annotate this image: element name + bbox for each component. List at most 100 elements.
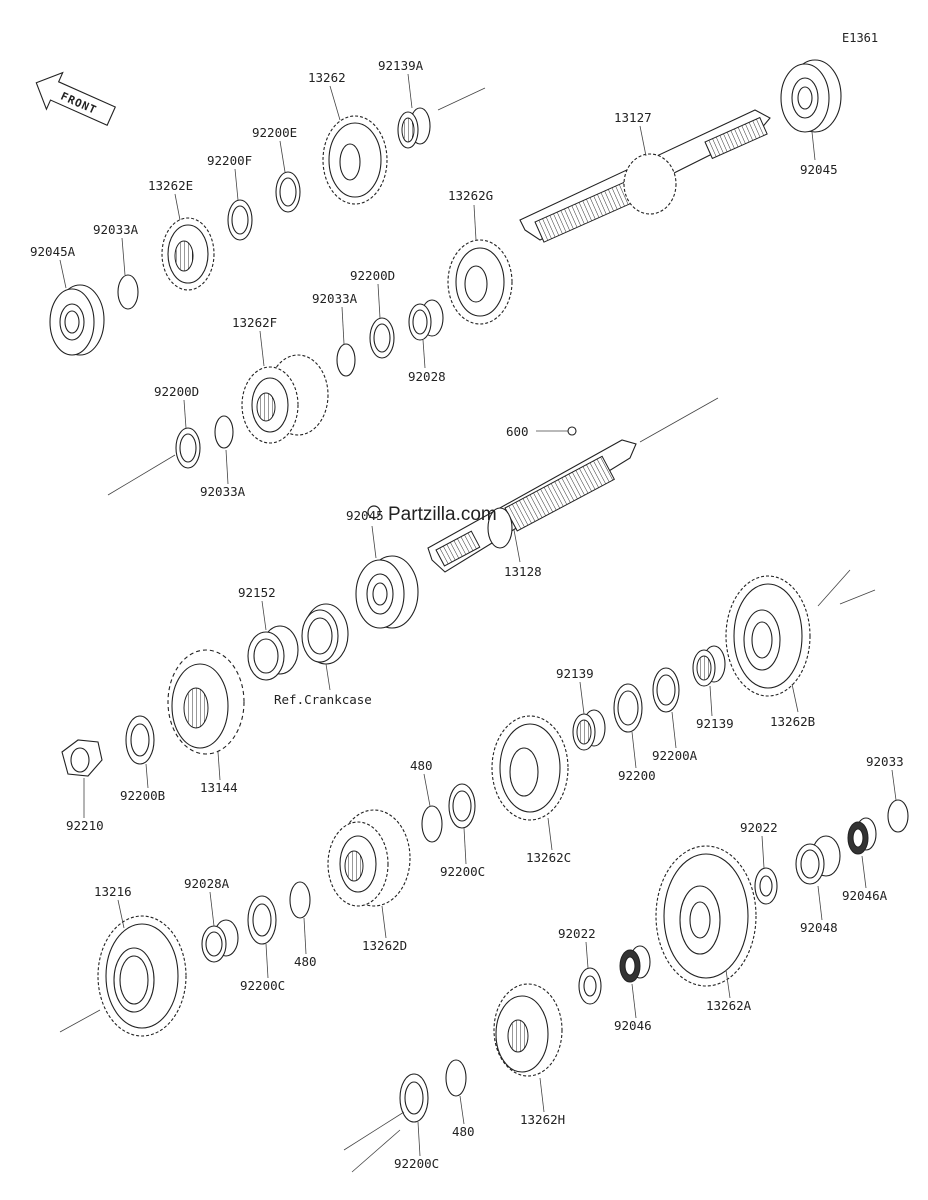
label-13127: 13127 [614,110,652,125]
bearing-92139-right[interactable] [692,645,726,687]
label-92033a-1: 92033A [93,222,139,237]
washer-92200e[interactable] [275,171,301,213]
circlip-92033[interactable] [887,799,909,833]
label-13262d: 13262D [362,938,407,953]
gear-13262c[interactable] [491,715,569,821]
washer-92200a[interactable] [652,667,680,713]
label-92022-2: 92022 [558,926,596,941]
label-13262g: 13262G [448,188,493,203]
bearing-92045[interactable] [780,59,842,133]
washer-92200b[interactable] [125,715,155,765]
label-92200b: 92200B [120,788,165,803]
lubricant-marker-icon [567,426,577,436]
front-arrow-icon: FRONT [35,71,117,127]
sprocket-13144[interactable] [167,649,245,755]
washer-92200c-1[interactable] [448,783,476,829]
gear-13262d[interactable] [327,809,411,907]
label-92046: 92046 [614,1018,652,1033]
label-92200c-2: 92200C [240,978,285,993]
label-92200d-2: 92200D [154,384,199,399]
label-92200: 92200 [618,768,656,783]
circlip-480-1[interactable] [421,805,443,843]
gear-13262f[interactable] [241,354,329,444]
bushing-92028[interactable] [408,299,444,341]
bearing-92046a[interactable] [847,817,877,855]
bushing-92048[interactable] [795,835,841,885]
bearing-92045a[interactable] [49,284,105,356]
label-13128: 13128 [504,564,542,579]
label-92045a: 92045A [30,244,76,259]
label-92046a: 92046A [842,888,888,903]
shaft-13128[interactable] [427,439,637,573]
label-92200a: 92200A [652,748,698,763]
gear-13216[interactable] [97,915,187,1037]
gear-13262g[interactable] [447,239,513,325]
washer-92200c-3[interactable] [399,1073,429,1123]
label-13216: 13216 [94,884,132,899]
label-92022-1: 92022 [740,820,778,835]
circlip-92033a-1[interactable] [117,274,139,310]
label-480-1: 480 [410,758,433,773]
label-92200c-1: 92200C [440,864,485,879]
label-92139a: 92139A [378,58,424,73]
oil-seal-crankcase[interactable] [301,603,349,665]
label-92200c-3: 92200C [394,1156,439,1171]
circlip-92033a-2[interactable] [336,343,356,377]
bearing-92139a[interactable] [397,107,431,149]
label-92200f: 92200F [207,153,252,168]
label-92045-middle: 92045 [346,508,384,523]
label-92033a-3: 92033A [200,484,246,499]
washer-92200f[interactable] [227,199,253,241]
label-ref-crankcase: Ref.Crankcase [274,692,372,707]
bearing-92139-mid[interactable] [572,709,606,751]
label-600: 600 [506,424,529,439]
label-92210: 92210 [66,818,104,833]
label-92048: 92048 [800,920,838,935]
gear-13262h[interactable] [493,983,563,1077]
washer-92200[interactable] [613,683,643,733]
label-92045: 92045 [800,162,838,177]
washer-92022-1[interactable] [754,867,778,905]
label-13144: 13144 [200,780,238,795]
circlip-480-3[interactable] [445,1059,467,1097]
label-13262e: 13262E [148,178,193,193]
gear-13262[interactable] [322,115,388,205]
label-92139-right: 92139 [696,716,734,731]
label-13262b: 13262B [770,714,815,729]
circlip-92033a-3[interactable] [214,415,234,449]
watermark: Partzilla.com [367,504,497,525]
label-92028a: 92028A [184,876,230,891]
label-92139-mid: 92139 [556,666,594,681]
label-13262: 13262 [308,70,346,85]
label-13262c: 13262C [526,850,571,865]
label-13262a: 13262A [706,998,752,1013]
gear-13262e[interactable] [161,217,215,291]
label-92200d-1: 92200D [350,268,395,283]
bearing-92046[interactable] [619,945,651,983]
nut-92210[interactable] [61,739,103,777]
circlip-480-2[interactable] [289,881,311,919]
label-92028: 92028 [408,369,446,384]
label-480-2: 480 [294,954,317,969]
shaft-13127[interactable] [519,109,771,243]
copyright-icon [367,505,381,519]
label-13262f: 13262F [232,315,277,330]
washer-92200d-1[interactable] [369,317,395,359]
label-92033a-2: 92033A [312,291,358,306]
gear-13262b[interactable] [725,575,811,697]
bearing-92045-middle[interactable] [355,555,419,629]
washer-92200c-2[interactable] [247,895,277,945]
label-92152: 92152 [238,585,276,600]
diagram-code: E1361 [842,31,878,45]
watermark-text: Partzilla.com [388,504,497,525]
label-92033: 92033 [866,754,904,769]
washer-92200d-2[interactable] [175,427,201,469]
gear-13262a[interactable] [655,845,757,987]
label-480-3: 480 [452,1124,475,1139]
label-92200e: 92200E [252,125,297,140]
collar-92152[interactable] [247,625,299,681]
bushing-92028a[interactable] [201,919,239,963]
label-13262h: 13262H [520,1112,565,1127]
washer-92022-2[interactable] [578,967,602,1005]
